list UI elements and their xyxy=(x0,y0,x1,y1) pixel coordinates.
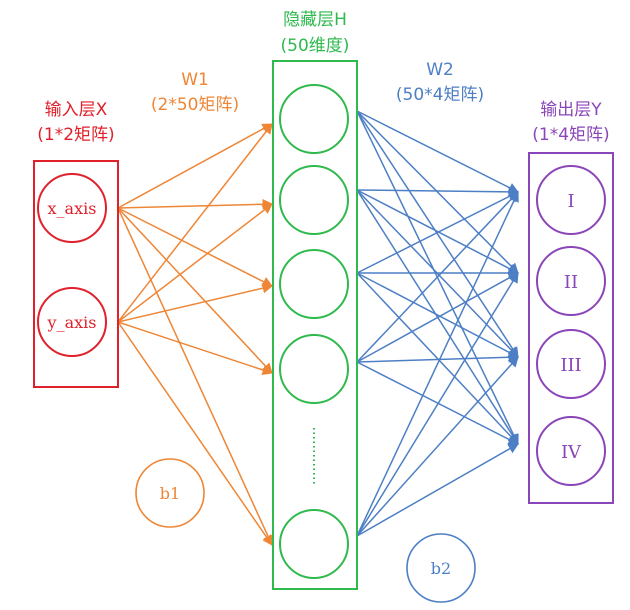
connection-arrow xyxy=(356,191,519,537)
output-node-label: II xyxy=(564,272,578,293)
connection-arrow xyxy=(356,272,519,537)
input-node-x: x_axis xyxy=(37,173,107,243)
connection-arrow xyxy=(117,203,273,323)
connection-arrow xyxy=(117,283,274,323)
connection-arrow xyxy=(117,123,273,209)
hidden-node xyxy=(279,509,349,579)
output-layer-box xyxy=(528,152,614,504)
connection-arrow xyxy=(356,189,519,274)
w1-connections xyxy=(117,123,274,546)
connection-arrow xyxy=(356,361,519,445)
connection-arrow xyxy=(117,207,273,287)
hidden-node xyxy=(279,84,349,154)
connection-arrow xyxy=(117,321,273,546)
hidden-node xyxy=(279,249,349,319)
connection-arrow xyxy=(356,356,519,537)
bias-b2-label: b2 xyxy=(431,559,451,578)
connection-arrow xyxy=(117,198,274,210)
connection-arrow xyxy=(356,272,519,445)
connection-arrow xyxy=(356,191,519,274)
connection-arrow xyxy=(356,186,520,198)
hidden-layer-box xyxy=(272,60,358,590)
output-node-label: I xyxy=(567,191,574,212)
hidden-node xyxy=(279,165,349,235)
input-node-label: y_axis xyxy=(47,313,97,332)
bias-b1-label: b1 xyxy=(160,484,180,503)
w1-label: W1 xyxy=(181,70,209,90)
w2-label: W2 xyxy=(426,60,454,80)
bias-b2: b2 xyxy=(406,533,476,603)
connection-arrow xyxy=(117,207,273,374)
connection-arrow xyxy=(356,352,520,363)
connection-arrow xyxy=(117,123,273,323)
connection-arrow xyxy=(356,191,519,363)
w2-connections xyxy=(356,110,520,537)
output-layer-subtitle: (1*4矩阵) xyxy=(532,125,610,145)
connection-arrow xyxy=(356,272,519,363)
w2-subtitle: (50*4矩阵) xyxy=(395,85,485,105)
connection-arrow xyxy=(356,443,519,537)
connection-arrow xyxy=(117,321,273,376)
output-node-2: II xyxy=(536,246,606,316)
output-node-1: I xyxy=(536,165,606,235)
input-layer-box xyxy=(33,160,119,388)
hidden-layer-title: 隐藏层H xyxy=(283,10,347,30)
w1-subtitle: (2*50矩阵) xyxy=(150,95,240,115)
input-layer-subtitle: (1*2矩阵) xyxy=(37,125,115,145)
hidden-node xyxy=(279,334,349,404)
output-node-label: IV xyxy=(561,442,582,463)
connection-arrow xyxy=(356,272,519,358)
output-node-label: III xyxy=(560,355,581,376)
connection-arrow xyxy=(356,110,519,193)
hidden-layer-subtitle: (50维度) xyxy=(280,36,350,56)
input-node-y: y_axis xyxy=(37,287,107,357)
connection-arrow xyxy=(117,207,273,546)
connection-arrow xyxy=(356,110,519,358)
connection-arrow xyxy=(356,110,519,274)
output-node-3: III xyxy=(536,329,606,399)
input-layer-title: 输入层X xyxy=(44,100,108,120)
input-node-label: x_axis xyxy=(48,199,97,218)
output-node-4: IV xyxy=(536,416,606,486)
bias-b1: b1 xyxy=(135,458,205,528)
output-layer-title: 输出层Y xyxy=(540,100,602,120)
